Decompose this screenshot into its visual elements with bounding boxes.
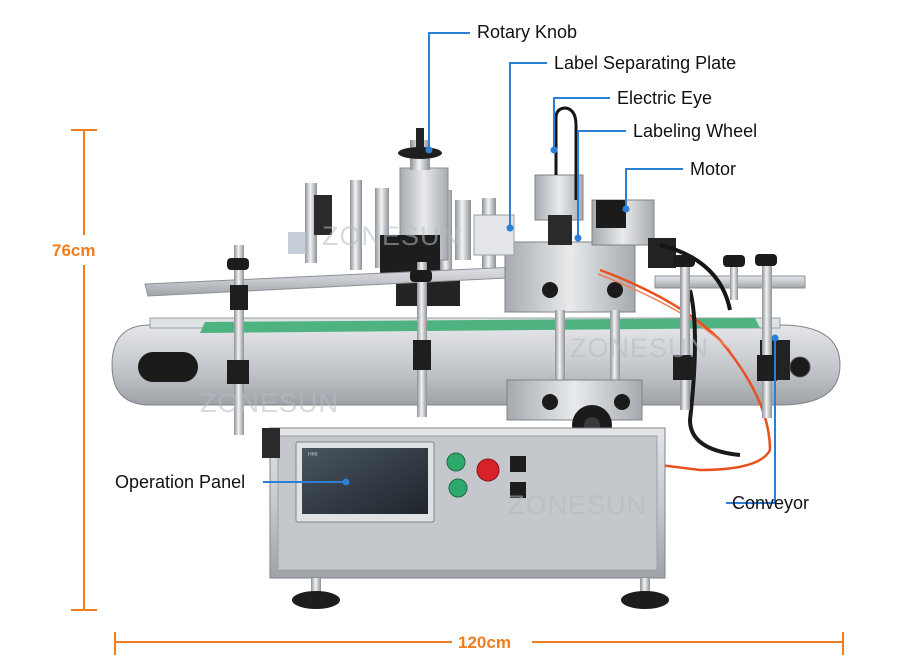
watermark: ZONESUN [508, 490, 647, 520]
emergency-stop-button [476, 458, 500, 482]
electric-eye-label: Electric Eye [617, 88, 713, 108]
watermark: ZONESUN [570, 333, 709, 363]
label-separating-plate-label: Label Separating Plate [554, 53, 737, 73]
control-cabinet: HMI [262, 427, 666, 579]
width-dimension-label: 120cm [458, 633, 511, 652]
green-button-top [446, 452, 466, 472]
rotary-knob-leader [428, 32, 470, 150]
callout-lines [263, 32, 776, 504]
width-dimension-line [114, 632, 844, 655]
green-button-bottom [448, 478, 468, 498]
labeling-wheel-leader [577, 130, 626, 238]
height-dimension-label: 76cm [52, 241, 96, 260]
watermark: ZONESUN [200, 388, 339, 418]
electric-eye-leader [553, 97, 610, 148]
labeling-wheel-label: Labeling Wheel [633, 121, 758, 141]
motor-label: Motor [690, 159, 737, 179]
machine-feet [292, 578, 669, 609]
rail-clamps [227, 245, 777, 435]
label-separating-plate-leader [509, 62, 547, 228]
motor-leader [625, 168, 683, 209]
callout-dots [342, 146, 779, 486]
conveyor-leader [726, 338, 776, 504]
height-dimension-line [71, 129, 97, 611]
rotary-knob-label: Rotary Knob [477, 22, 578, 42]
conveyor-label: Conveyor [732, 493, 810, 513]
labeling-head [473, 106, 676, 445]
svg-text:HMI: HMI [308, 452, 318, 458]
air-hose [599, 268, 772, 472]
watermark: ZONESUN [322, 221, 461, 251]
operation-panel: HMI [295, 441, 435, 523]
labeling-machine: HMI ZONESUN ZONESUN ZONESUN ZONESUN [111, 106, 841, 609]
operation-panel-label: Operation Panel [115, 472, 246, 492]
